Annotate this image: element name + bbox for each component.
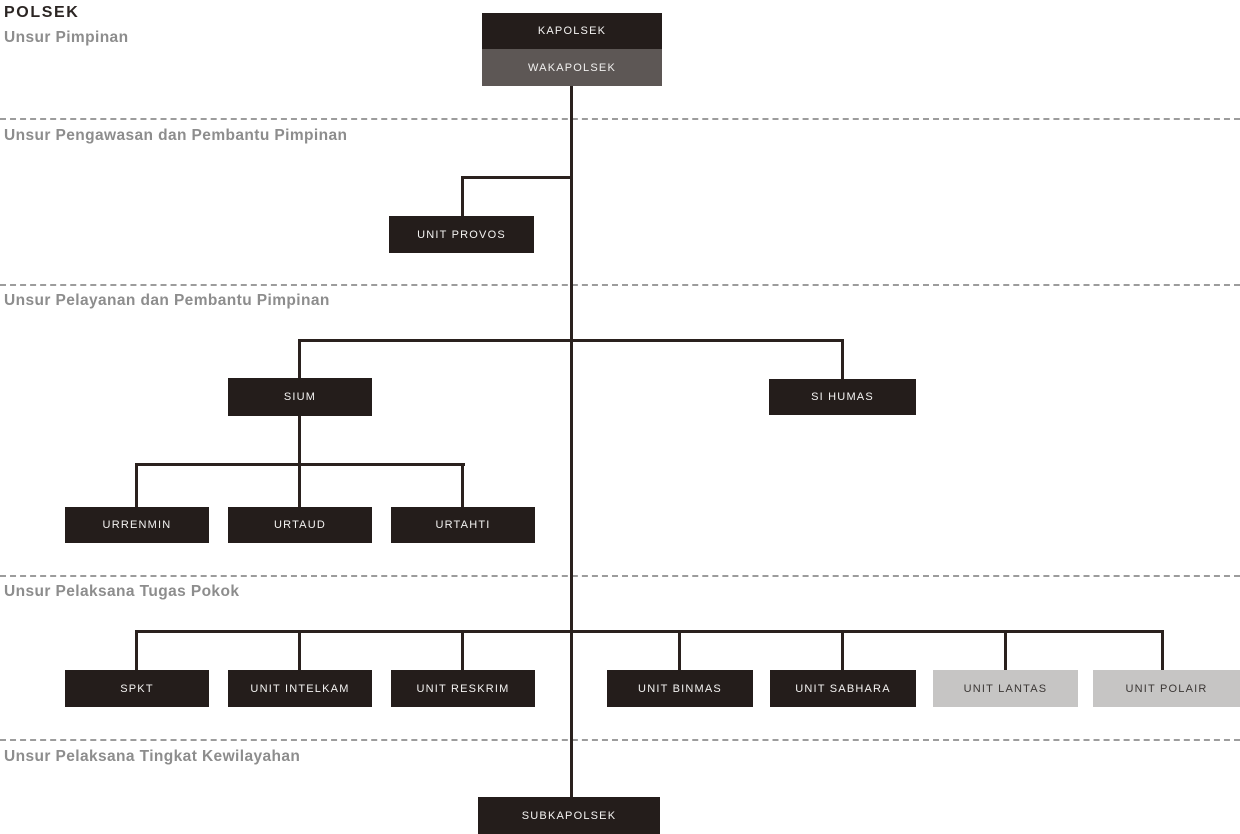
org-node-unit-reskrim: UNIT RESKRIM — [391, 670, 535, 707]
section-label-pimpinan: Unsur Pimpinan — [4, 29, 129, 46]
connector-provos-v — [461, 176, 464, 216]
connector-trunk — [570, 86, 573, 797]
page-title: POLSEK — [4, 4, 80, 21]
connector-sium-drop — [298, 339, 301, 378]
section-label-tugas-pokok: Unsur Pelaksana Tugas Pokok — [4, 583, 240, 600]
connector-urtahti-drop — [461, 463, 464, 507]
org-node-kapolsek: KAPOLSEK — [482, 13, 662, 49]
org-node-si-humas: SI HUMAS — [769, 379, 916, 415]
org-node-spkt: SPKT — [65, 670, 209, 707]
org-node-unit-binmas: UNIT BINMAS — [607, 670, 753, 707]
connector-units-h — [135, 630, 1164, 633]
org-node-unit-intelkam: UNIT INTELKAM — [228, 670, 372, 707]
org-node-sium: SIUM — [228, 378, 372, 416]
org-node-wakapolsek: WAKAPOLSEK — [482, 49, 662, 86]
org-node-unit-provos: UNIT PROVOS — [389, 216, 534, 253]
connector-sabhara-drop — [841, 630, 844, 670]
org-node-unit-lantas: UNIT LANTAS — [933, 670, 1078, 707]
connector-pelayanan-h — [298, 339, 844, 342]
connector-spkt-drop — [135, 630, 138, 670]
connector-lantas-drop — [1004, 630, 1007, 670]
connector-sium-down — [298, 416, 301, 466]
connector-reskrim-drop — [461, 630, 464, 670]
org-node-urtahti: URTAHTI — [391, 507, 535, 543]
connector-binmas-drop — [678, 630, 681, 670]
org-node-urrenmin: URRENMIN — [65, 507, 209, 543]
section-divider — [0, 118, 1240, 120]
section-label-pelayanan: Unsur Pelayanan dan Pembantu Pimpinan — [4, 292, 330, 309]
connector-intelkam-drop — [298, 630, 301, 670]
org-node-urtaud: URTAUD — [228, 507, 372, 543]
section-divider — [0, 284, 1240, 286]
connector-provos-h — [461, 176, 573, 179]
section-divider — [0, 575, 1240, 577]
section-label-pengawasan: Unsur Pengawasan dan Pembantu Pimpinan — [4, 127, 348, 144]
connector-urtaud-drop — [298, 463, 301, 507]
connector-urrenmin-drop — [135, 463, 138, 507]
section-divider — [0, 739, 1240, 741]
section-label-kewilayahan: Unsur Pelaksana Tingkat Kewilayahan — [4, 748, 301, 765]
org-node-unit-polair: UNIT POLAIR — [1093, 670, 1240, 707]
connector-sihumas-drop — [841, 339, 844, 379]
org-node-subkapolsek: SUBKAPOLSEK — [478, 797, 660, 834]
connector-polair-drop — [1161, 630, 1164, 670]
org-node-unit-sabhara: UNIT SABHARA — [770, 670, 916, 707]
